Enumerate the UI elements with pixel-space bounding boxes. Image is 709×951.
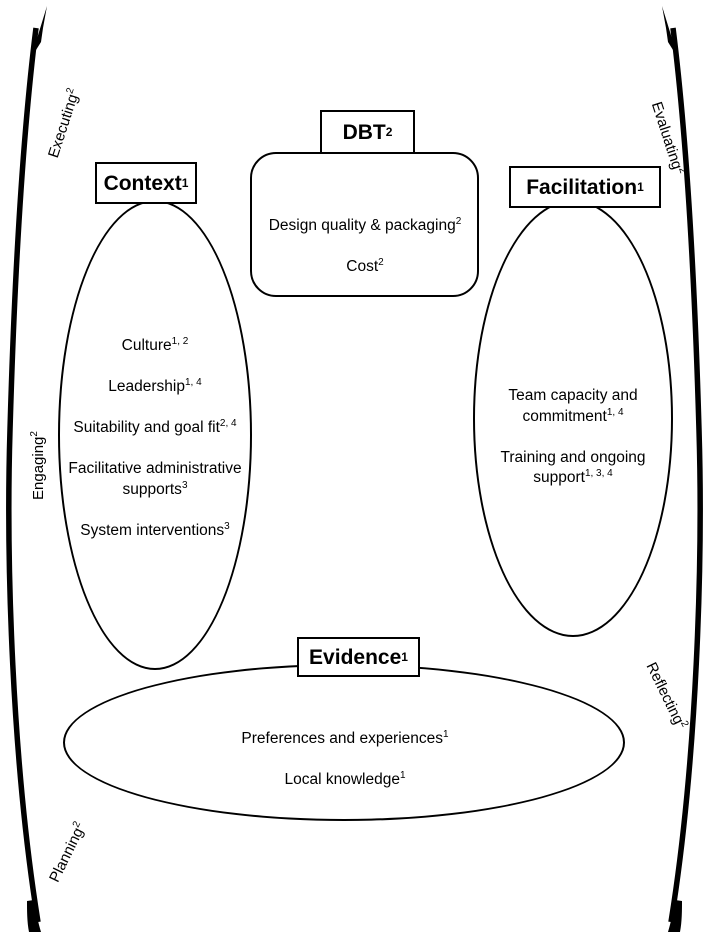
list-item-text: System interventions [80, 521, 225, 539]
list-item: Facilitative administrative supports3 [60, 459, 250, 500]
list-item: Leadership1, 4 [60, 377, 250, 397]
list-item: Training and ongoing support1, 3, 4 [478, 448, 668, 489]
list-item: Design quality & packaging2 [255, 216, 475, 236]
cycle-label-text: Evaluating [647, 99, 686, 172]
context-title-label: Context [103, 171, 182, 195]
list-item-superscript: 2, 4 [219, 418, 237, 430]
list-item-superscript: 1, 4 [185, 377, 202, 389]
cycle-label-text: Reflecting [642, 659, 688, 728]
list-item-text: Preferences and experiences [241, 730, 444, 748]
cycle-label-executing: Executing2 [45, 86, 82, 160]
cycle-label-text: Engaging [30, 436, 47, 500]
dbt-rounded-box [250, 152, 479, 297]
list-item: Preferences and experiences1 [150, 729, 540, 749]
list-item-superscript: 1, 3, 4 [584, 468, 613, 480]
cycle-label-planning: Planning2 [46, 820, 89, 886]
list-item-text: Facilitative administrative supports [68, 460, 242, 498]
list-item-text: Cost [346, 258, 379, 276]
evidence-title-label: Evidence [309, 645, 402, 669]
context-ellipse [58, 200, 252, 670]
list-item-superscript: 3 [224, 520, 230, 532]
list-item-text: Culture [121, 337, 172, 355]
list-item-superscript: 3 [181, 479, 188, 491]
cycle-label-reflecting: Reflecting2 [642, 659, 691, 732]
list-item-superscript: 1 [399, 770, 406, 782]
facilitation-ellipse [473, 200, 673, 637]
evidence-items: Preferences and experiences1 Local knowl… [150, 709, 540, 811]
list-item: Team capacity and commitment1, 4 [478, 386, 668, 427]
list-item-text: Local knowledge [284, 771, 400, 789]
list-item-superscript: 1, 4 [606, 406, 624, 418]
list-item-superscript: 1, 2 [171, 336, 189, 348]
list-item-superscript: 1 [443, 729, 449, 741]
list-item-text: Leadership [108, 378, 185, 396]
context-items: Culture1, 2 Leadership1, 4 Suitability a… [60, 316, 250, 561]
cycle-label-text: Planning [46, 825, 87, 886]
list-item: Local knowledge1 [150, 770, 540, 790]
cycle-label-text: Executing [45, 92, 82, 160]
list-item: Culture1, 2 [60, 336, 250, 356]
dbt-items: Design quality & packaging2 Cost2 [255, 196, 475, 298]
facilitation-title-label: Facilitation [526, 175, 638, 199]
list-item-text: Team capacity and commitment [508, 387, 638, 425]
list-item-superscript: 2 [455, 216, 462, 228]
list-item-text: Training and ongoing support [500, 448, 646, 487]
list-item: Cost2 [255, 257, 475, 277]
list-item-text: Suitability and goal fit [73, 419, 220, 437]
cycle-label-superscript: 2 [29, 431, 40, 437]
dbt-title-label: DBT [342, 120, 386, 144]
facilitation-items: Team capacity and commitment1, 4 Trainin… [478, 366, 668, 509]
list-item: System interventions3 [60, 521, 250, 541]
list-item: Suitability and goal fit2, 4 [60, 418, 250, 438]
list-item-text: Design quality & packaging [268, 217, 456, 235]
cycle-label-engaging: Engaging2 [29, 431, 47, 500]
list-item-superscript: 2 [378, 257, 384, 269]
